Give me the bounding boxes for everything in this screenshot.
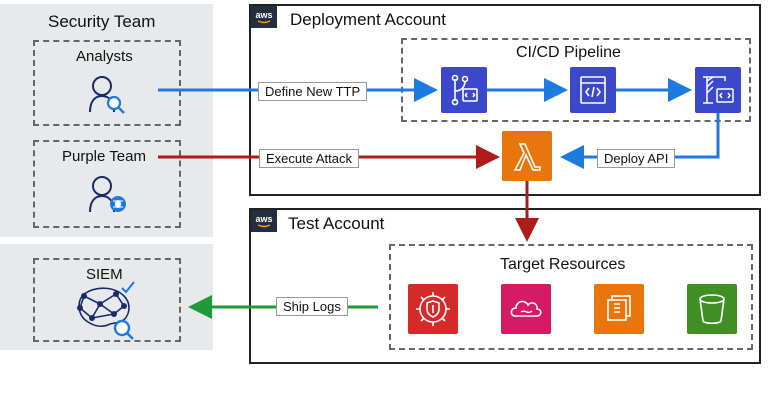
deployment-account-title: Deployment Account [290,10,446,29]
aws-badge-text-2: aws [255,213,273,224]
ec2-instances-icon [594,284,644,334]
deploy-api-label: Deploy API [597,149,676,168]
deployment-account-box [249,4,761,196]
cicd-pipeline-box [401,38,751,122]
codebuild-icon [570,67,616,113]
ship-logs-label: Ship Logs [276,297,348,316]
siem-brain-network-icon [77,281,135,340]
security-team-title: Security Team [48,12,156,31]
analysts-box [33,40,181,126]
siem-box [33,258,181,342]
purple-team-box [33,140,181,228]
test-account-box [249,208,761,364]
siem-panel [0,244,213,350]
purple-team-label: Purple Team [62,148,146,165]
execute-attack-label: Execute Attack [259,149,359,168]
cicd-pipeline-title: CI/CD Pipeline [516,44,621,61]
aws-logo-icon: aws [251,6,277,28]
security-team-panel [0,4,213,237]
shield-security-icon [408,284,458,334]
aws-badge-text: aws [255,9,273,20]
test-account-title: Test Account [288,214,385,233]
purple-team-user-icon [89,176,126,213]
define-ttp-label: Define New TTP [258,82,368,101]
cloud-service-icon [501,284,551,334]
lambda-icon [502,131,552,181]
target-resources-box [389,244,753,350]
codecommit-repo-icon [441,67,487,113]
analyst-user-icon [89,76,125,114]
s3-bucket-icon [687,284,737,334]
aws-logo-icon-2: aws [251,210,277,232]
analysts-label: Analysts [76,48,133,65]
codedeploy-icon [695,67,741,113]
siem-label: SIEM [86,266,123,283]
target-resources-title: Target Resources [500,256,626,273]
